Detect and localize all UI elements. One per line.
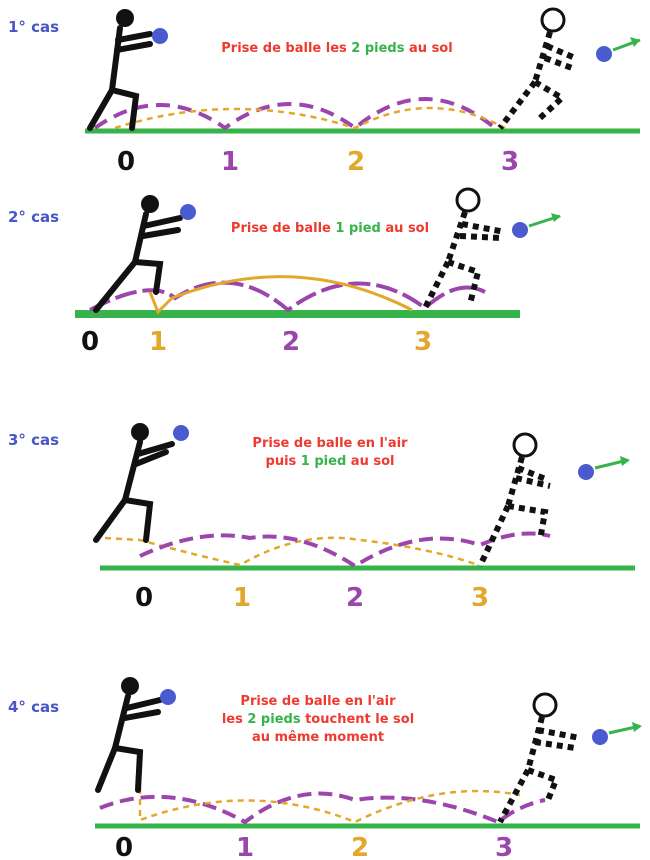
receiving-player bbox=[93, 423, 175, 543]
receiving-player bbox=[87, 9, 153, 131]
step-number: 3 bbox=[414, 327, 432, 357]
gold-step-arc bbox=[114, 106, 506, 130]
caption-segment: touchent le sol bbox=[301, 712, 415, 727]
step-number: 2 bbox=[347, 147, 365, 177]
caption-segment: 1 bbox=[301, 454, 310, 469]
caption-segment: les bbox=[222, 712, 248, 727]
caption-segment: au sol bbox=[404, 41, 452, 56]
caption-segment: 2 bbox=[351, 41, 360, 56]
caption-line: Prise de balle en l'air bbox=[252, 436, 408, 451]
caption-line: Prise de balle 1 pied au sol bbox=[231, 221, 429, 236]
caption-segment: Prise de balle bbox=[231, 221, 335, 236]
ball bbox=[180, 204, 196, 220]
purple-step-arc bbox=[99, 791, 546, 825]
caption-segment: pied bbox=[310, 454, 346, 469]
caption-segment: au sol bbox=[346, 454, 394, 469]
passing-player bbox=[477, 432, 551, 568]
caption-segment: 1 bbox=[335, 221, 344, 236]
gold-step-arc bbox=[138, 788, 521, 824]
step-number: 2 bbox=[282, 327, 300, 357]
caption-segment: Prise de balle en l'air bbox=[252, 436, 408, 451]
step-number: 0 bbox=[117, 147, 135, 177]
case-caption: Prise de balle 1 pied au sol bbox=[231, 221, 429, 236]
case-4-panel: 4° cas Prise de balle en l'air les 2 pied… bbox=[8, 677, 642, 860]
receiving-player bbox=[93, 195, 183, 313]
caption-line: Prise de balle les 2 pieds au sol bbox=[221, 41, 452, 56]
gold-step-arc bbox=[104, 536, 479, 567]
caption-segment: Prise de balle en l'air bbox=[240, 694, 396, 709]
caption-segment: puis bbox=[266, 454, 301, 469]
case-caption: Prise de balle les 2 pieds au sol bbox=[221, 41, 452, 56]
pass-arrow-head bbox=[630, 37, 640, 47]
step-number: 0 bbox=[81, 327, 99, 357]
caption-segment: pied bbox=[344, 221, 380, 236]
caption-segment: pieds bbox=[256, 712, 300, 727]
ball bbox=[152, 28, 168, 44]
step-number: 2 bbox=[351, 833, 369, 860]
passing-player bbox=[422, 187, 506, 310]
gold-step-arc bbox=[148, 275, 413, 315]
caption-line: les 2 pieds touchent le sol bbox=[222, 712, 414, 727]
caption-line: Prise de balle en l'air bbox=[240, 694, 396, 709]
case-2-panel: 2° cas Prise de balle 1 pied au sol bbox=[8, 187, 561, 357]
step-number: 3 bbox=[501, 147, 519, 177]
step-number: 1 bbox=[149, 327, 167, 357]
case-3-panel: 3° cas Prise de balle en l'air puis 1 pie… bbox=[8, 423, 635, 613]
case-label: 2° cas bbox=[8, 208, 59, 226]
caption-segment: pieds bbox=[360, 41, 404, 56]
receiving-player bbox=[95, 677, 163, 793]
case-label: 1° cas bbox=[8, 18, 59, 36]
case-caption: Prise de balle en l'air les 2 pieds touch… bbox=[222, 694, 414, 745]
step-number: 2 bbox=[346, 583, 364, 613]
caption-segment: au sol bbox=[381, 221, 429, 236]
purple-step-arc bbox=[93, 97, 497, 131]
ball bbox=[160, 689, 176, 705]
caption-segment: 2 bbox=[247, 712, 256, 727]
caption-line: puis 1 pied au sol bbox=[266, 454, 395, 469]
step-number: 0 bbox=[135, 583, 153, 613]
step-number: 1 bbox=[236, 833, 254, 860]
caption-line: au même moment bbox=[252, 730, 384, 745]
pass-arrow-head bbox=[632, 722, 642, 732]
case-label: 3° cas bbox=[8, 431, 59, 449]
ball bbox=[592, 729, 608, 745]
pass-arrow-head bbox=[620, 456, 630, 466]
step-number: 1 bbox=[221, 147, 239, 177]
step-number: 3 bbox=[495, 833, 513, 860]
ball bbox=[173, 425, 189, 441]
step-number: 3 bbox=[471, 583, 489, 613]
case-label: 4° cas bbox=[8, 698, 59, 716]
step-number: 0 bbox=[115, 833, 133, 860]
pass-arrow-head bbox=[551, 213, 561, 222]
ball bbox=[512, 222, 528, 238]
passing-player bbox=[497, 692, 581, 824]
ball bbox=[578, 464, 594, 480]
purple-step-arc bbox=[89, 280, 486, 313]
caption-segment: Prise de balle les bbox=[221, 41, 351, 56]
ball bbox=[596, 46, 612, 62]
case-1-panel: 1° cas Prise de balle les 2 pieds au sol bbox=[8, 7, 641, 177]
passing-player bbox=[497, 7, 577, 130]
caption-segment: au même moment bbox=[252, 730, 384, 745]
step-number: 1 bbox=[233, 583, 251, 613]
case-caption: Prise de balle en l'air puis 1 pied au so… bbox=[252, 436, 408, 469]
